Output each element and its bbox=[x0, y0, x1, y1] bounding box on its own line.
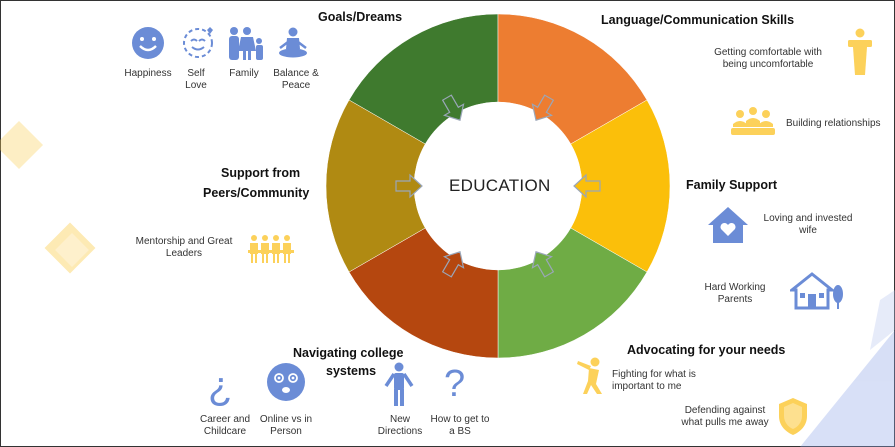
navigating-heading-line1: Navigating college bbox=[293, 346, 404, 360]
meditation-icon bbox=[279, 27, 307, 58]
advocating-heading: Advocating for your needs bbox=[627, 343, 786, 357]
dizzy-face-icon bbox=[267, 363, 305, 401]
navigating-item-new-directions: New Directions bbox=[377, 414, 423, 437]
ring-center-hole bbox=[415, 103, 581, 269]
arrow-navigating bbox=[441, 251, 465, 278]
martial-arts-icon bbox=[577, 357, 602, 394]
goal-item-balance: Balance & Peace bbox=[273, 68, 319, 91]
ring-arrows bbox=[395, 94, 601, 278]
peers-heading-line1: Support from bbox=[221, 166, 301, 180]
family-item-parents: Hard Working Parents bbox=[704, 282, 766, 305]
podium-speaker-icon bbox=[848, 28, 872, 75]
language-item-relationships: Building relationships bbox=[786, 118, 881, 129]
goal-item-self-love: Self Love bbox=[185, 68, 207, 91]
ring-segment-peers bbox=[325, 99, 426, 273]
ring-segment-goals bbox=[348, 13, 499, 145]
shield-icon bbox=[779, 398, 807, 435]
happiness-icon bbox=[132, 27, 164, 59]
family-icon bbox=[229, 27, 263, 60]
ring-segment-advocating bbox=[497, 227, 648, 359]
blue-shard-bottom-right bbox=[800, 290, 895, 447]
goal-item-happiness: Happiness bbox=[124, 68, 172, 79]
goal-item-family: Family bbox=[229, 68, 259, 79]
ring-segment-family bbox=[570, 99, 671, 273]
ring-segments bbox=[325, 13, 671, 359]
advocating-item-fighting: Fighting for what is important to me bbox=[612, 369, 696, 392]
advocating-item-defending: Defending against what pulls me away bbox=[681, 405, 769, 428]
navigating-heading-line2: systems bbox=[326, 364, 377, 378]
arrow-family bbox=[573, 173, 601, 199]
family-item-wife: Loving and invested wife bbox=[763, 213, 853, 236]
peers-item-mentorship: Mentorship and Great Leaders bbox=[135, 236, 233, 259]
navigating-item-career: Career and Childcare bbox=[199, 414, 251, 437]
goals-heading: Goals/Dreams bbox=[318, 10, 403, 24]
language-item-comfortable: Getting comfortable with being uncomfort… bbox=[714, 47, 822, 70]
peers-heading-line2: Peers/Community bbox=[203, 186, 310, 200]
navigating-item-bs: How to get to a BS bbox=[430, 414, 490, 437]
self-love-icon bbox=[183, 27, 213, 58]
inverted-question-icon: ¿ bbox=[208, 364, 233, 408]
arrow-advocating bbox=[531, 251, 555, 278]
ring-segment-navigating bbox=[348, 227, 499, 359]
arrow-peers bbox=[395, 173, 423, 199]
center-label-education: EDUCATION bbox=[449, 176, 551, 195]
navigating-item-online: Online vs in Person bbox=[259, 414, 313, 437]
question-mark-icon: ? bbox=[444, 363, 466, 405]
yellow-diamond-top-left bbox=[0, 120, 44, 170]
arrow-language bbox=[531, 94, 555, 121]
ring-segment-language bbox=[497, 13, 648, 145]
language-heading: Language/Communication Skills bbox=[601, 13, 795, 27]
family-heading: Family Support bbox=[686, 178, 777, 192]
house-icon bbox=[790, 272, 843, 310]
group-people-icon bbox=[248, 235, 294, 263]
building-relationships-icon bbox=[731, 107, 775, 135]
arrow-goals bbox=[441, 94, 465, 121]
person-directions-icon bbox=[384, 362, 414, 406]
home-heart-icon bbox=[708, 207, 748, 243]
